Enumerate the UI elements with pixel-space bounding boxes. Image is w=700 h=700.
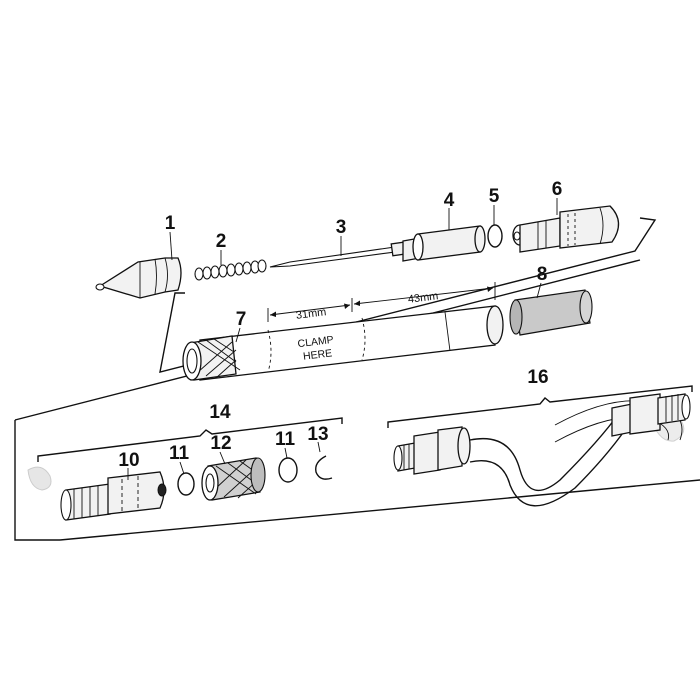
clamp-label-line2: HERE xyxy=(302,347,332,362)
part-4-cylinder xyxy=(402,225,486,262)
callout-13: 13 xyxy=(307,424,328,445)
callout-10: 10 xyxy=(118,450,139,471)
part-6-body-connector xyxy=(512,205,620,253)
callout-3: 3 xyxy=(336,217,347,238)
callout-5: 5 xyxy=(489,186,500,207)
callout-6: 6 xyxy=(552,179,563,200)
part-13-retaining-clip xyxy=(315,455,333,480)
callout-8: 8 xyxy=(537,264,548,285)
bracket-16 xyxy=(387,385,693,428)
dimension-31mm: 31mm xyxy=(295,306,327,322)
part-1-nozzle-tip xyxy=(95,257,182,299)
upper-assembly-panel xyxy=(159,217,657,373)
callout-4: 4 xyxy=(444,190,455,211)
part-2-spring xyxy=(194,259,267,281)
faint-fitting-silhouette-left xyxy=(27,466,52,491)
callout-7: 7 xyxy=(236,309,247,330)
part-8-filter xyxy=(509,289,593,336)
part-12-knurled-nut xyxy=(201,457,266,501)
part-11-o-ring-right xyxy=(278,457,298,483)
dimension-markers xyxy=(267,282,496,322)
part-11-o-ring-left xyxy=(177,472,195,496)
clamp-label-line1: CLAMP xyxy=(297,334,334,350)
callout-14: 14 xyxy=(209,402,231,423)
dimension-43mm: 43mm xyxy=(407,290,439,306)
leader-lines xyxy=(127,198,558,480)
hose-panel-bottom-edge xyxy=(59,479,700,541)
part-16-hose-assembly xyxy=(393,393,691,507)
part-7-barrel xyxy=(182,305,504,381)
part-5-ring xyxy=(487,224,503,248)
callout-11-left: 11 xyxy=(169,443,190,464)
callout-2: 2 xyxy=(216,231,227,252)
hose-assembly-panel xyxy=(14,420,60,541)
bracket-14 xyxy=(37,417,343,462)
part-10-threaded-fitting xyxy=(60,471,167,521)
callout-11-right: 11 xyxy=(275,429,296,450)
callout-16: 16 xyxy=(527,367,548,388)
callout-12: 12 xyxy=(210,433,231,454)
callout-1: 1 xyxy=(165,213,176,234)
part-3-needle xyxy=(269,241,406,268)
